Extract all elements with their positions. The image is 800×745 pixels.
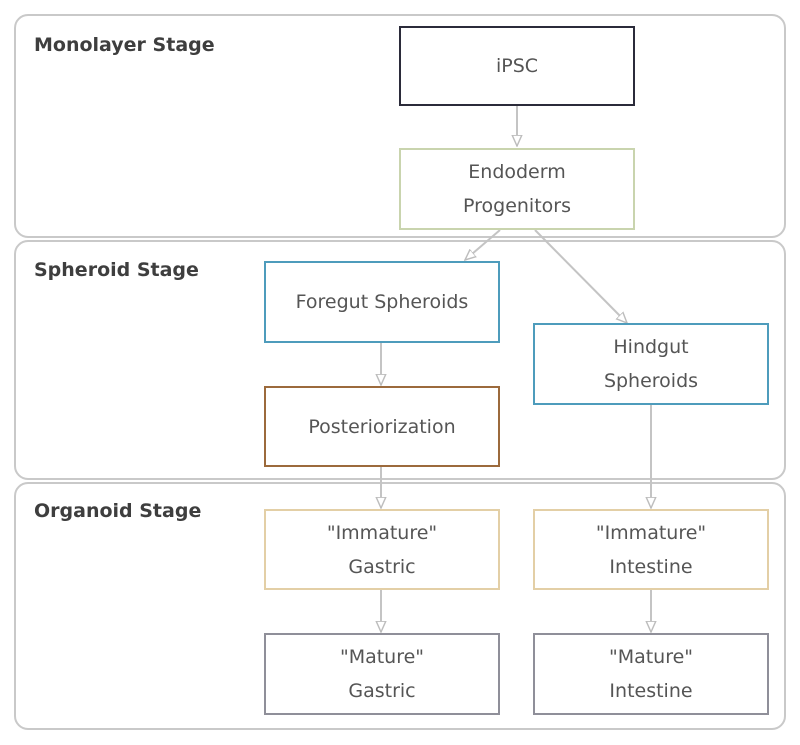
spheroid-stage-title: Spheroid Stage (34, 259, 199, 281)
node-mature-intestine: "Mature" Intestine (533, 633, 769, 715)
node-mature-intestine-line1: "Mature" (608, 646, 694, 668)
node-foregut-spheroids: Foregut Spheroids (264, 261, 500, 343)
node-endoderm-label-line1: Endoderm (468, 161, 566, 183)
node-immature-gastric: "Immature" Gastric (264, 509, 500, 590)
node-posteriorization: Posteriorization (264, 386, 500, 467)
node-mature-gastric: "Mature" Gastric (264, 633, 500, 715)
node-immature-intestine: "Immature" Intestine (533, 509, 769, 590)
node-immature-intestine-line1: "Immature" (595, 521, 707, 544)
node-hindgut-label-line1: Hindgut (613, 336, 689, 358)
node-endoderm-progenitors: Endoderm Progenitors (399, 148, 635, 230)
node-endoderm-label-line2: Progenitors (463, 195, 571, 217)
node-hindgut-spheroids: Hindgut Spheroids (533, 323, 769, 405)
organoid-stage-title: Organoid Stage (34, 500, 202, 522)
node-hindgut-label-line2: Spheroids (603, 370, 699, 392)
node-immature-intestine-line2: Intestine (609, 555, 693, 578)
node-immature-gastric-line1: "Immature" (326, 521, 438, 544)
node-mature-gastric-line2: Gastric (348, 680, 416, 702)
node-foregut-label: Foregut Spheroids (295, 291, 469, 313)
node-ipsc-label: iPSC (495, 55, 539, 77)
node-mature-intestine-line2: Intestine (609, 680, 693, 702)
node-posteriorization-label: Posteriorization (308, 415, 456, 438)
node-immature-gastric-line2: Gastric (348, 555, 416, 578)
node-ipsc: iPSC (399, 26, 635, 106)
node-mature-gastric-line1: "Mature" (339, 646, 425, 668)
monolayer-stage-title: Monolayer Stage (34, 34, 215, 56)
